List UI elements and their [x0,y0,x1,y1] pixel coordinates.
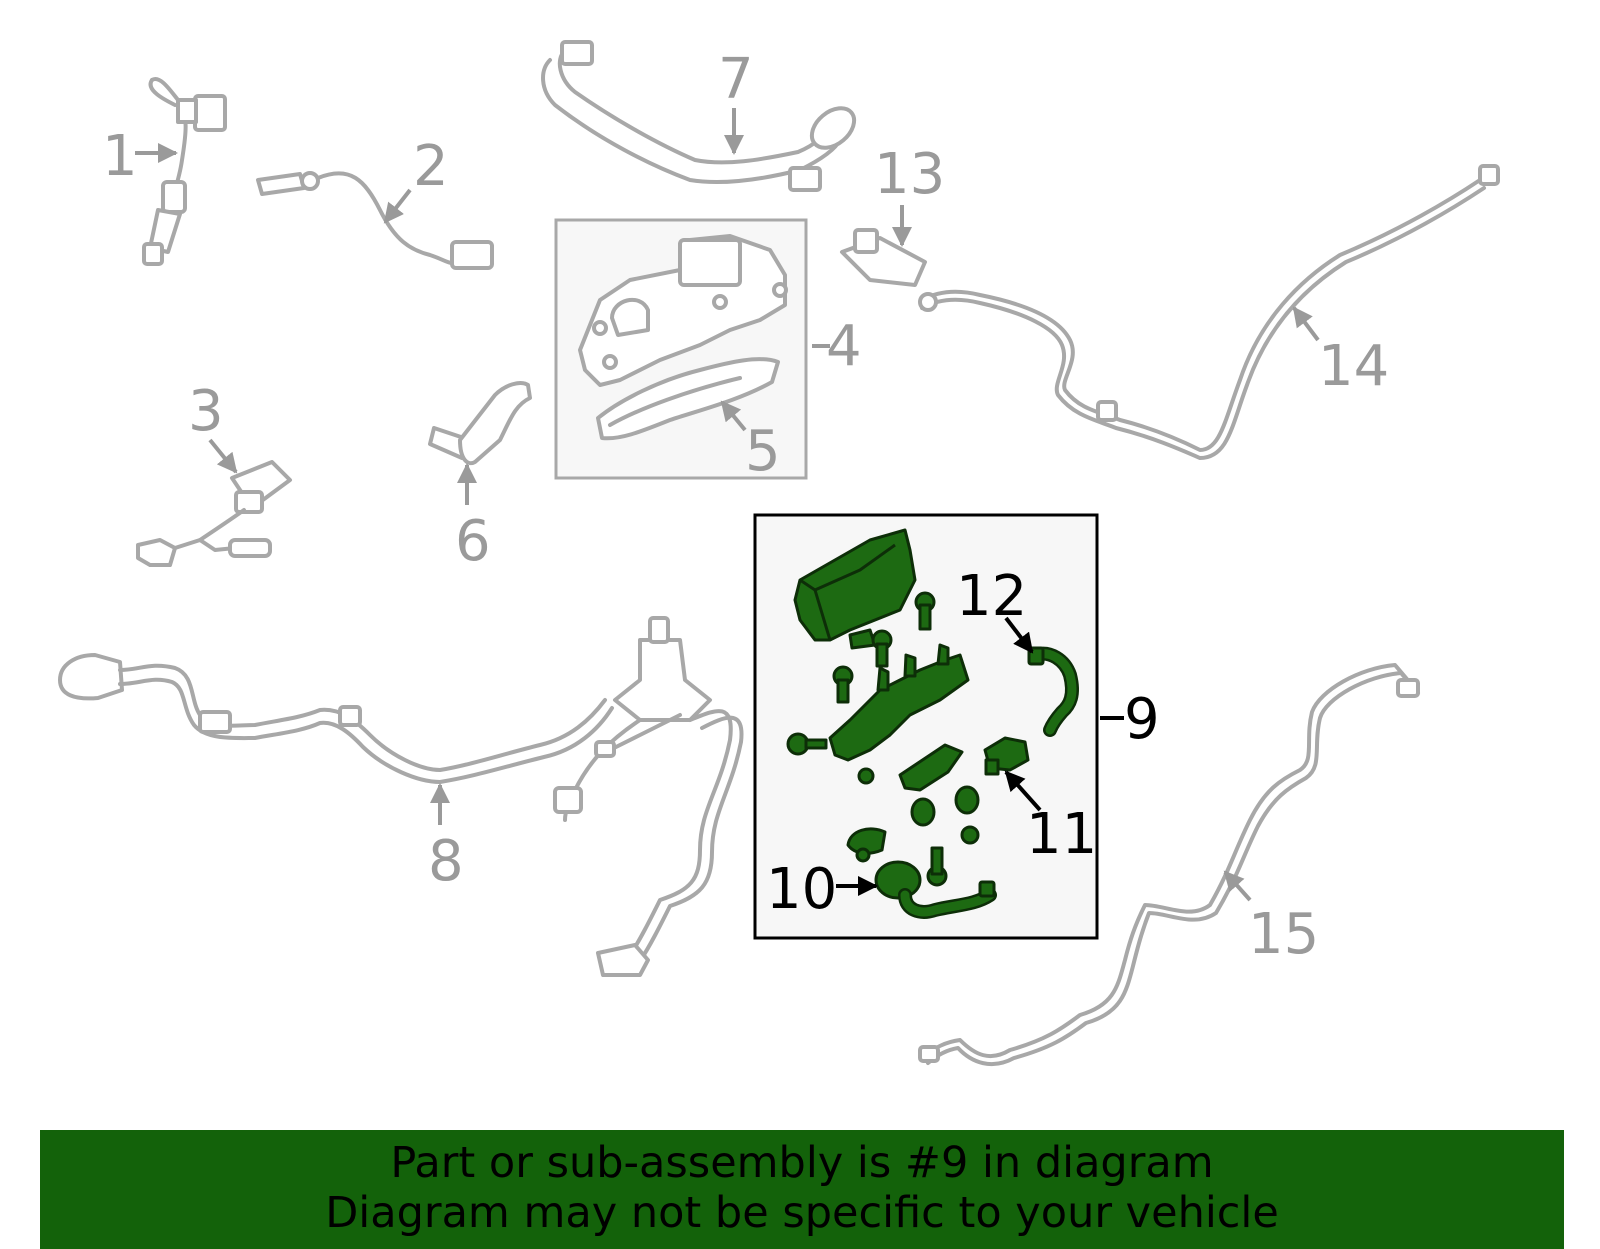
part-8-hose-assembly [58,616,744,977]
callout-8: 8 [428,829,464,894]
part-13-sensor [840,228,927,287]
callout-2: 2 [413,134,449,199]
leader-lines [135,108,1320,902]
part-6-tube [428,381,532,466]
part-7-hose [541,40,857,192]
callout-3: 3 [188,379,224,444]
callout-5: 5 [745,419,781,484]
callout-11: 11 [1026,802,1097,867]
callout-10: 10 [766,857,837,922]
callout-15: 15 [1248,902,1319,967]
part-2-oxygen-sensor [256,171,494,270]
callout-9: 9 [1124,687,1160,752]
callout-14: 14 [1318,334,1389,399]
parts-diagram: 1 2 3 4 5 6 7 8 9 10 11 12 13 14 15 [58,40,1500,1067]
callout-13: 13 [874,142,945,207]
part-1-oxygen-sensor [142,77,227,266]
callout-12: 12 [956,564,1027,629]
part-3-oxygen-sensor [136,460,292,567]
callout-1: 1 [102,124,138,189]
part-4-5-panel [554,218,808,480]
callout-4: 4 [826,314,862,379]
banner-line-disclaimer: Diagram may not be specific to your vehi… [325,1188,1279,1238]
info-banner: Part or sub-assembly is #9 in diagram Di… [40,1130,1564,1249]
part-9-panel [753,513,1099,940]
callout-7: 7 [718,47,754,112]
banner-line-part: Part or sub-assembly is #9 in diagram [390,1138,1214,1188]
callout-6: 6 [455,509,491,574]
part-15-tube [918,663,1420,1067]
part-14-tube [918,164,1500,460]
